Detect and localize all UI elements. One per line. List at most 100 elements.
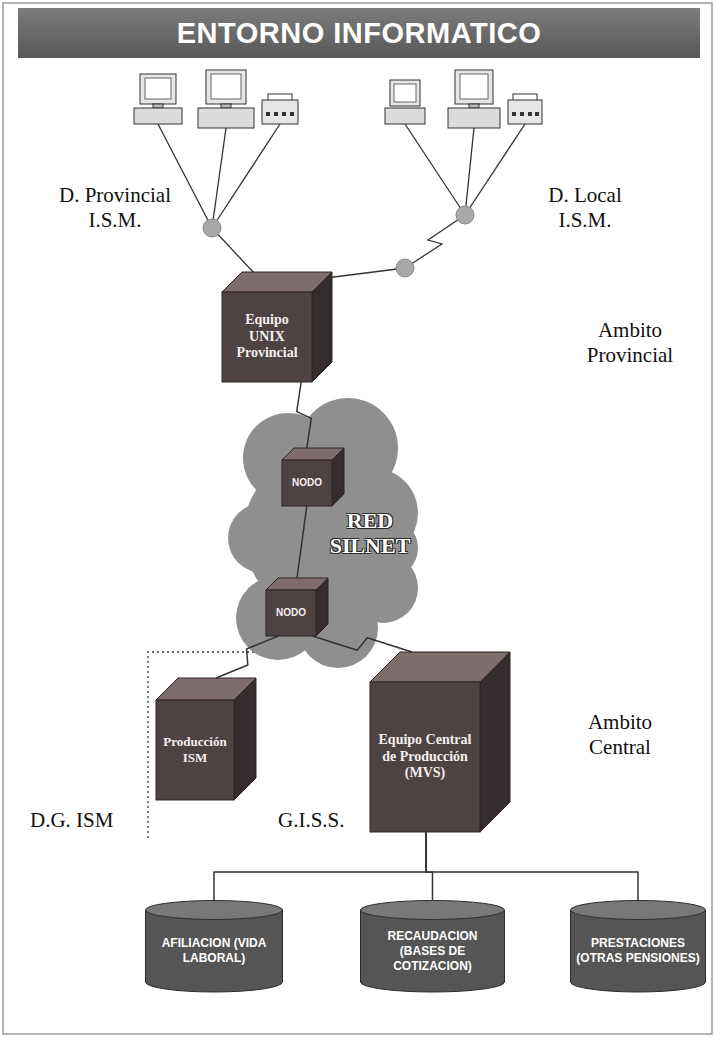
desktop-unit xyxy=(134,108,182,124)
cube-side xyxy=(332,448,344,506)
database-cylinder: PRESTACIONES (OTRAS PENSIONES) xyxy=(570,900,706,992)
cube-label: Producción ISM xyxy=(160,734,230,765)
cube-side xyxy=(312,272,332,382)
hub xyxy=(203,219,221,237)
area-label: Ambito Central xyxy=(560,710,680,760)
desktop-unit xyxy=(198,108,254,128)
cube-face: Equipo Central de Producción (MVS) xyxy=(370,682,480,832)
area-label: D. Local I.S.M. xyxy=(525,183,645,233)
cube-face: Producción ISM xyxy=(156,700,234,800)
stand xyxy=(469,104,479,108)
cylinder-top xyxy=(146,901,283,920)
cube-label: Equipo UNIX Provincial xyxy=(226,312,308,362)
database-label: RECAUDACION (BASES DE COTIZACION) xyxy=(366,929,499,974)
cube-face: Equipo UNIX Provincial xyxy=(222,292,312,382)
cube-shape xyxy=(222,272,332,382)
area-label: D. Provincial I.S.M. xyxy=(45,183,185,233)
title-text: ENTORNO INFORMATICO xyxy=(177,17,541,50)
hub xyxy=(456,206,474,224)
cube-front xyxy=(222,292,312,382)
cube-face: NODO xyxy=(282,460,332,506)
screen xyxy=(460,74,488,99)
computer xyxy=(134,74,182,124)
wire xyxy=(405,124,465,215)
desktop-unit xyxy=(385,108,425,124)
screen xyxy=(211,74,241,99)
monitor xyxy=(140,74,176,104)
cylinder-face: PRESTACIONES (OTRAS PENSIONES) xyxy=(570,920,706,982)
cube-front xyxy=(266,590,316,636)
lightning-link xyxy=(405,215,465,268)
cylinder-top xyxy=(571,901,706,920)
area-label-box: Ambito Central xyxy=(560,710,680,760)
wire xyxy=(465,124,525,215)
wire xyxy=(212,124,280,228)
cloud-text-area: RED SILNET xyxy=(324,508,416,558)
title-band: ENTORNO INFORMATICO xyxy=(18,8,700,58)
computer xyxy=(198,70,254,128)
cube-front xyxy=(282,460,332,506)
network-cloud: RED SILNET NODO NODO xyxy=(228,398,418,670)
wire xyxy=(465,128,474,215)
computer xyxy=(448,70,500,128)
network-node: NODO xyxy=(266,578,328,636)
cylinder-face: AFILIACION (VIDA LABORAL) xyxy=(145,920,283,982)
monitor xyxy=(206,70,246,104)
area-label: D.G. ISM xyxy=(30,808,113,833)
cube-label: Equipo Central de Producción (MVS) xyxy=(374,732,476,782)
database-label: AFILIACION (VIDA LABORAL) xyxy=(151,936,277,966)
dotted-boundary xyxy=(148,652,262,838)
network-node: NODO xyxy=(282,448,344,506)
cube-side xyxy=(316,578,328,636)
printer-keys xyxy=(266,112,294,116)
cube-front xyxy=(370,682,480,832)
database-cylinder: AFILIACION (VIDA LABORAL) xyxy=(145,900,283,992)
cylinder-face: RECAUDACION (BASES DE COTIZACION) xyxy=(360,920,505,982)
stand xyxy=(153,104,163,108)
printer-body xyxy=(262,100,298,124)
printer-keys xyxy=(512,112,539,116)
area-label-box: D. Provincial I.S.M. xyxy=(45,183,185,233)
cloud-lobe xyxy=(228,503,298,573)
database-cylinder: RECAUDACION (BASES DE COTIZACION) xyxy=(360,900,505,992)
cube-side xyxy=(234,678,256,800)
computer xyxy=(385,80,425,124)
cylinder-body xyxy=(361,910,505,992)
cube-label: NODO xyxy=(270,607,312,619)
wire xyxy=(212,128,226,228)
printer-body xyxy=(508,100,542,124)
monitor xyxy=(390,80,420,106)
area-label-box: D. Local I.S.M. xyxy=(525,183,645,233)
cylinder-top xyxy=(361,901,505,920)
area-label-box: D.G. ISM xyxy=(30,808,113,833)
cylinder-body xyxy=(146,910,283,992)
cube-front xyxy=(156,700,234,800)
area-label: Ambito Provincial xyxy=(560,318,700,368)
cloud-label: RED SILNET xyxy=(324,508,416,558)
screen xyxy=(394,84,416,102)
server-cube: Equipo UNIX Provincial xyxy=(222,272,332,382)
cube-label: NODO xyxy=(286,477,328,489)
connector xyxy=(214,832,426,900)
server-cube: Producción ISM xyxy=(156,678,256,800)
wire xyxy=(158,124,212,228)
printer xyxy=(508,94,542,124)
cylinder-body xyxy=(571,910,706,992)
wire xyxy=(326,268,405,278)
stand xyxy=(221,104,231,108)
screen xyxy=(145,78,171,99)
area-label-box: G.I.S.S. xyxy=(278,808,345,833)
cube-face: NODO xyxy=(266,590,316,636)
area-label-box: Ambito Provincial xyxy=(560,318,700,368)
desktop-unit xyxy=(448,108,500,128)
cube-side xyxy=(480,652,510,832)
printer xyxy=(262,94,298,124)
frame xyxy=(3,3,712,1034)
hub xyxy=(396,259,414,277)
lan-wires xyxy=(158,124,525,278)
mainframe-cube: Equipo Central de Producción (MVS) xyxy=(370,652,510,832)
database-label: PRESTACIONES (OTRAS PENSIONES) xyxy=(576,936,700,966)
connector xyxy=(426,832,433,900)
connector xyxy=(426,832,638,900)
